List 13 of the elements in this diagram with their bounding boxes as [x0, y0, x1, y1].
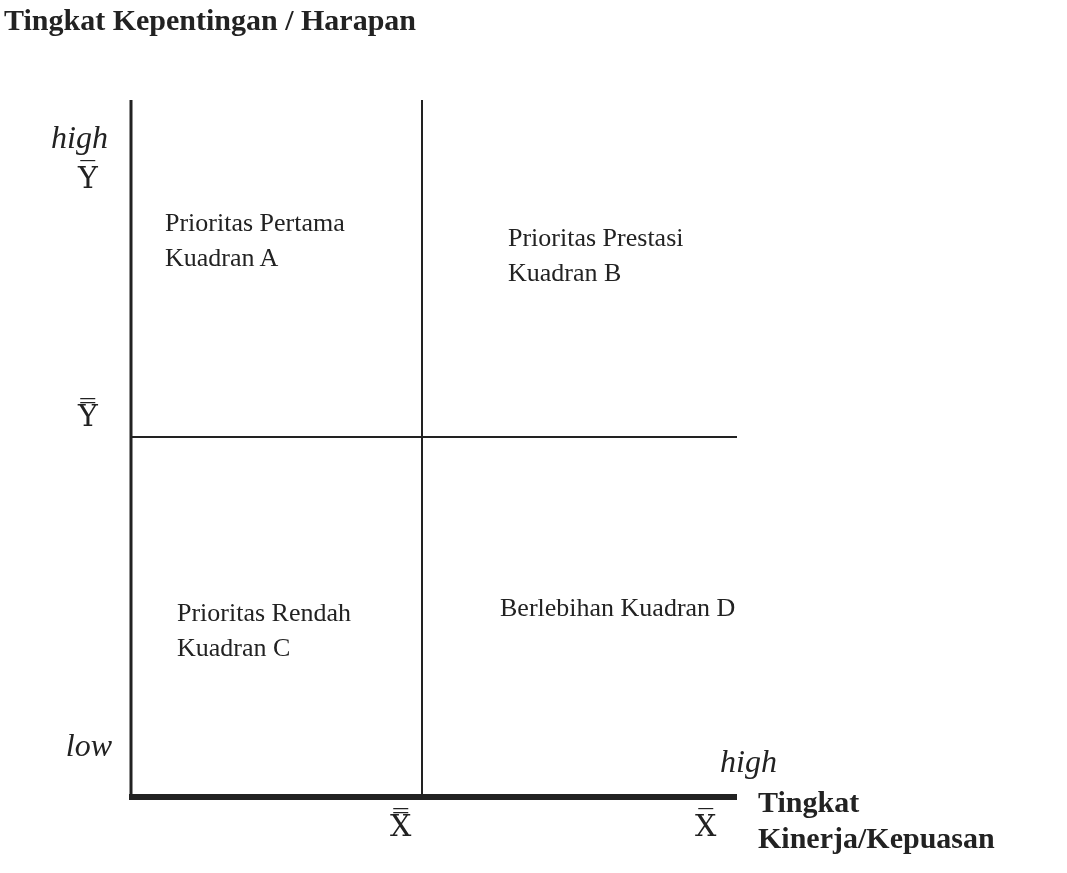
quadrant-label: Prioritas Rendah Kuadran C [177, 597, 353, 665]
quadrant-label: Berlebihan Kuadran D [500, 592, 737, 624]
axis-end-label: low [64, 726, 112, 765]
quadrant-label: Prioritas Pertama Kuadran A [165, 207, 346, 275]
axis-end-label: high [50, 118, 108, 157]
quadrant-label: Prioritas Prestasi Kuadran B [508, 222, 685, 290]
axis-title: Tingkat Kinerja/Kepuasan [758, 784, 996, 856]
grand-mean-symbol: X̿ [390, 808, 413, 844]
axis-end-label: high [720, 742, 778, 781]
mean-symbol: Y̅ [78, 160, 99, 196]
mean-symbol: X̅ [695, 808, 718, 844]
axis-title: Tingkat Kepentingan / Harapan [4, 2, 418, 38]
grand-mean-symbol: Y̿ [78, 398, 99, 434]
